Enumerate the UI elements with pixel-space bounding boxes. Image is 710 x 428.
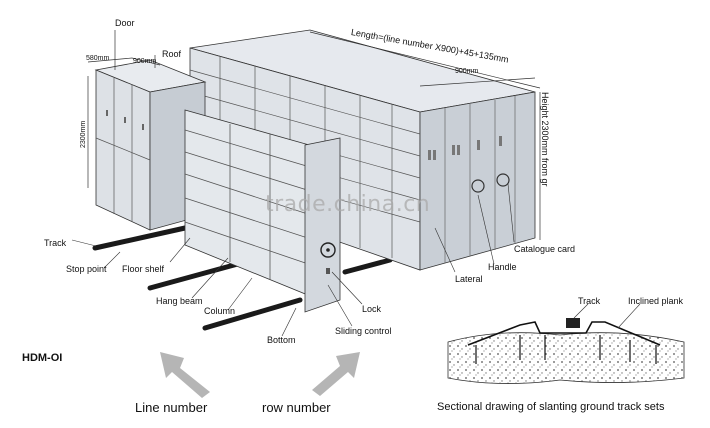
leader-lines: [71, 183, 515, 337]
ground-rails: [92, 225, 393, 331]
label-height: Height 2300mm from gr: [540, 92, 550, 187]
label-track: Track: [44, 238, 67, 248]
label-inclined-plank: Inclined plank: [628, 296, 684, 306]
rail-4: [342, 257, 393, 275]
label-section-track: Track: [578, 296, 601, 306]
label-floor-shelf: Floor shelf: [122, 264, 165, 274]
label-stop-point: Stop point: [66, 264, 107, 274]
watermark: trade.china.cn: [265, 192, 431, 217]
handwheel-icon: [320, 242, 336, 258]
arrow-up-right-icon: [312, 352, 360, 396]
label-line-number: Line number: [135, 400, 208, 415]
label-bottom: Bottom: [267, 335, 296, 345]
label-dim-900-top: 900mm: [133, 58, 157, 65]
sectional-drawing: [447, 303, 685, 384]
dimension-lines: [87, 30, 541, 240]
label-sliding-control: Sliding control: [335, 326, 392, 336]
handwheel-icon: [496, 173, 510, 187]
label-row-number: row number: [262, 400, 331, 415]
rail-1: [92, 225, 188, 251]
label-door: Door: [115, 18, 135, 28]
label-catalogue-card: Catalogue card: [514, 244, 576, 254]
label-hang-beam: Hang beam: [156, 296, 203, 306]
label-column: Column: [204, 306, 236, 316]
open-middle-shelving: [184, 109, 341, 313]
label-dim-2300: 2300mm: [80, 120, 87, 148]
label-roof: Roof: [162, 49, 182, 59]
arrow-up-left-icon: [160, 352, 210, 398]
label-dim-900-right: 900mm: [455, 68, 479, 75]
rail-2: [147, 259, 248, 291]
model-name: HDM-OI: [22, 352, 63, 364]
section-caption: Sectional drawing of slanting ground tra…: [437, 401, 665, 413]
handwheel-icon: [471, 179, 485, 193]
label-dim-580: 580mm: [86, 55, 110, 62]
direction-arrows: [160, 352, 360, 398]
label-lock: Lock: [362, 304, 382, 314]
label-handle: Handle: [488, 262, 517, 272]
label-lateral: Lateral: [455, 274, 483, 284]
rail-3: [202, 297, 303, 331]
